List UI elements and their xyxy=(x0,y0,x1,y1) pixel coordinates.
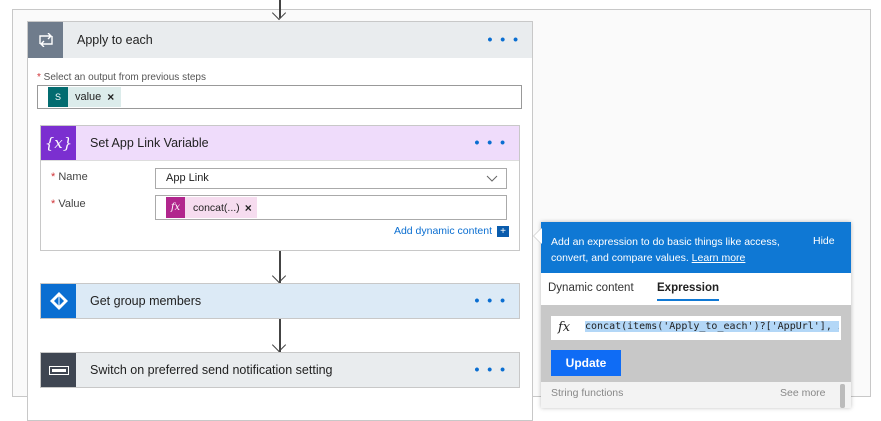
expression-token[interactable]: fx concat(...) × xyxy=(166,197,257,218)
card-title: Apply to each xyxy=(77,33,153,47)
info-text: Add an expression to do basic things lik… xyxy=(551,236,780,264)
select-output-label: * Select an output from previous steps xyxy=(37,72,206,83)
remove-token-button[interactable]: × xyxy=(107,90,115,104)
info-banner: Add an expression to do basic things lik… xyxy=(541,222,851,273)
name-dropdown[interactable]: App Link xyxy=(155,168,507,189)
fx-icon: fx xyxy=(558,320,571,335)
plus-icon: + xyxy=(497,225,509,237)
expression-editor-area: fx concat(items('Apply_to_each')?['AppUr… xyxy=(541,305,851,382)
more-options-button[interactable]: • • • xyxy=(474,361,507,378)
card-title: Get group members xyxy=(90,294,202,308)
hide-button[interactable]: Hide xyxy=(813,235,835,247)
update-button[interactable]: Update xyxy=(551,350,621,376)
remove-token-button[interactable]: × xyxy=(244,200,252,215)
name-label: * Name xyxy=(51,171,88,183)
add-dynamic-content-label: Add dynamic content xyxy=(393,225,492,237)
switch-card[interactable]: Switch on preferred send notification se… xyxy=(40,352,520,388)
switch-icon xyxy=(41,353,76,387)
loop-icon xyxy=(28,22,63,58)
azure-ad-icon xyxy=(41,284,76,318)
more-options-button[interactable]: • • • xyxy=(474,292,507,309)
learn-more-link[interactable]: Learn more xyxy=(691,252,746,264)
connector-line xyxy=(279,0,281,18)
select-output-input[interactable]: S value × xyxy=(37,85,522,109)
name-value: App Link xyxy=(166,172,209,184)
connector-line xyxy=(279,319,281,352)
arrow-down-icon xyxy=(271,268,287,284)
section-heading: String functions xyxy=(551,387,624,399)
value-label: * Value xyxy=(51,198,86,210)
apply-to-each-header[interactable]: Apply to each • • • xyxy=(28,22,532,58)
chevron-down-icon xyxy=(486,175,498,182)
set-app-link-variable-card: {x} Set App Link Variable • • • * Name A… xyxy=(40,125,520,251)
scrollbar[interactable] xyxy=(840,384,845,408)
add-dynamic-content-link[interactable]: Add dynamic content + xyxy=(394,225,509,237)
token-label: concat(...) xyxy=(193,201,240,214)
get-group-members-card[interactable]: Get group members • • • xyxy=(40,283,520,319)
tab-dynamic-content[interactable]: Dynamic content xyxy=(548,282,634,294)
value-input[interactable]: fx concat(...) × xyxy=(155,195,507,220)
function-list: String functions See more xyxy=(541,382,851,408)
see-more-link[interactable]: See more xyxy=(780,387,826,399)
expression-panel: Add an expression to do basic things lik… xyxy=(541,222,851,408)
card-title: Switch on preferred send notification se… xyxy=(90,363,333,377)
apply-to-each-card: Apply to each • • • * Select an output f… xyxy=(27,21,533,421)
fx-icon: fx xyxy=(166,197,185,218)
tab-expression[interactable]: Expression xyxy=(657,282,719,301)
expression-text: concat(items('Apply_to_each')?['AppUrl']… xyxy=(585,321,839,332)
value-token: S value × xyxy=(48,87,122,107)
expression-input[interactable]: fx concat(items('Apply_to_each')?['AppUr… xyxy=(551,316,841,340)
more-options-button[interactable]: • • • xyxy=(474,134,507,151)
more-options-button[interactable]: • • • xyxy=(487,31,520,48)
sharepoint-icon: S xyxy=(48,87,68,107)
arrow-down-icon xyxy=(271,337,287,353)
card-title: Set App Link Variable xyxy=(90,136,209,150)
variable-icon: {x} xyxy=(41,126,76,160)
set-variable-header[interactable]: {x} Set App Link Variable • • • xyxy=(41,126,519,161)
panel-pointer xyxy=(534,228,542,244)
connector-line xyxy=(279,251,281,283)
token-label: value xyxy=(75,91,102,103)
